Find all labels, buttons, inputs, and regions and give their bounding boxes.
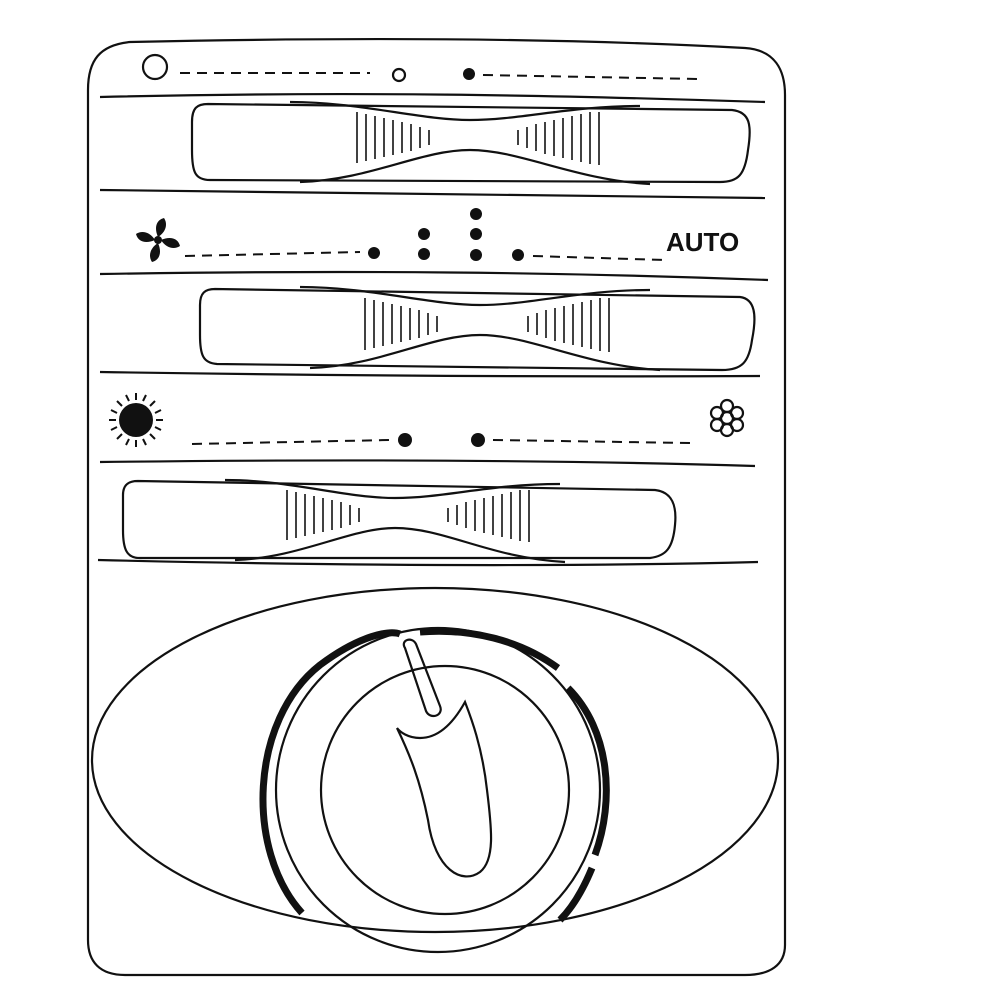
separator-line	[99, 188, 766, 200]
slider-shape-lower	[234, 526, 566, 564]
circle-outline-large-icon	[141, 53, 169, 81]
auto-label: AUTO	[666, 227, 739, 257]
knob-scale-right-lower	[557, 866, 596, 923]
slider-shape-lower	[309, 333, 661, 372]
slider-shape-upper	[289, 100, 641, 122]
separator-line	[99, 459, 756, 468]
sun-icon	[109, 393, 163, 447]
dashed-track	[191, 439, 391, 445]
separator-line	[99, 92, 766, 104]
vent-mode-indicators	[141, 53, 701, 83]
slider-grip-right	[447, 490, 530, 542]
slider-grip-right	[527, 298, 610, 352]
fan-speed-indicators: AUTO	[136, 208, 739, 262]
panel-housing	[86, 38, 787, 977]
slider-shape-upper	[299, 285, 651, 307]
speed-level-1-dot	[368, 247, 380, 259]
knob-scale-right	[565, 685, 610, 857]
knob-outer-ring	[274, 626, 602, 954]
slider-grip-right	[517, 112, 600, 165]
slider-vent-mode[interactable]	[190, 100, 751, 186]
slider-grip-left	[364, 298, 438, 350]
separator-line	[99, 270, 769, 282]
slider-fan-speed[interactable]	[198, 285, 756, 372]
dashed-track	[492, 439, 691, 444]
snowflake-cluster-icon	[709, 398, 745, 438]
slider-shape-upper	[224, 478, 561, 500]
slider-track	[121, 479, 677, 560]
dashed-track	[482, 74, 701, 80]
slider-track	[198, 287, 756, 372]
dot-filled-icon	[463, 68, 475, 80]
dashed-track	[532, 255, 666, 261]
speed-level-3-dots	[470, 208, 482, 261]
heat-dot	[398, 433, 412, 447]
speed-level-4-dot	[512, 249, 524, 261]
dashed-track	[184, 251, 361, 257]
separator-line	[97, 558, 759, 567]
separator-line	[99, 370, 761, 378]
knob-pointer	[402, 638, 442, 718]
cool-dot	[471, 433, 485, 447]
slider-grip-left	[286, 490, 360, 540]
circle-outline-small-icon	[391, 67, 407, 83]
knob-grip	[396, 699, 493, 878]
knob-scale-left	[259, 629, 402, 916]
slider-shape-lower	[299, 148, 651, 186]
knob-inner-dial	[319, 664, 571, 916]
rotary-knob-icon[interactable]	[259, 626, 610, 954]
speed-level-2-dots	[418, 228, 430, 260]
knob-bezel	[90, 586, 780, 934]
temperature-mode-indicators	[109, 393, 745, 447]
slider-track	[190, 102, 751, 184]
slider-temperature[interactable]	[121, 478, 677, 564]
slider-grip-left	[356, 112, 430, 163]
fan-icon	[136, 218, 180, 262]
